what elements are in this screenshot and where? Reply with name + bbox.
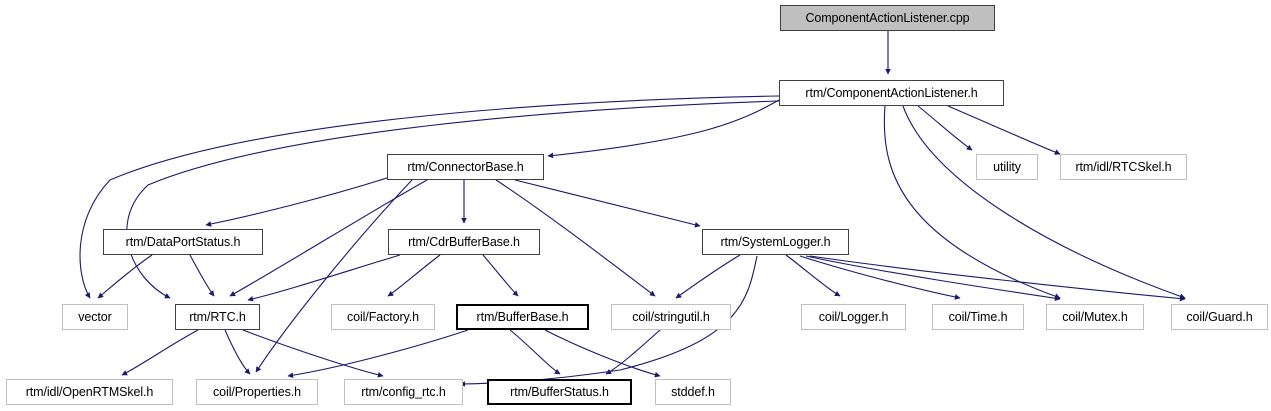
edge-n2-to-n12 [495,179,656,297]
edge-n6-to-n10 [387,254,441,297]
edge-n7-to-n15 [805,255,1061,302]
graph-node-vector[interactable]: vector [62,304,128,330]
edge-n2-to-n9 [229,179,428,297]
graph-node-rtm-componentactionlistener-h[interactable]: rtm/ComponentActionListener.h [779,80,1004,106]
edge-n2-to-n7 [514,179,701,228]
edge-n1-to-n16 [902,105,1186,299]
graph-node-rtm-bufferstatus-h[interactable]: rtm/BufferStatus.h [487,379,632,405]
edge-n1-to-n2 [547,99,780,159]
edge-n1-to-n4 [947,105,1061,155]
graph-node-label: stddef.h [671,384,715,399]
graph-node-label: rtm/SystemLogger.h [720,234,831,249]
graph-node-utility[interactable]: utility [976,154,1038,180]
graph-node-rtm-rtc-h[interactable]: rtm/RTC.h [175,304,260,330]
edge-n1-to-n3 [917,105,973,151]
edge-n7-to-n16 [809,255,1186,302]
graph-node-label: vector [78,309,112,324]
graph-node-coil-guard-h[interactable]: coil/Guard.h [1171,304,1268,330]
graph-node-rtm-cdrbufferbase-h[interactable]: rtm/CdrBufferBase.h [388,229,540,255]
graph-node-label: utility [993,159,1021,174]
graph-node-label: rtm/CdrBufferBase.h [408,234,520,249]
graph-node-coil-factory-h[interactable]: coil/Factory.h [331,304,435,330]
edge-n11-to-n18 [287,329,469,379]
graph-node-label: coil/Factory.h [346,309,419,324]
graph-node-label: coil/Time.h [948,309,1008,324]
edge-n6-to-n11 [482,254,519,297]
edge-n7-to-n14 [799,255,961,300]
edge-n1-to-n15 [883,105,1061,299]
graph-node-label: coil/Properties.h [213,384,301,399]
edge-n1-to-n9 [126,100,780,299]
graph-node-label: rtm/BufferStatus.h [510,384,609,399]
edge-n5-to-n8 [97,254,153,299]
edge-n1-to-n8 [79,95,780,299]
graph-node-label: ComponentActionListener.cpp [805,10,970,25]
graph-node-label: rtm/ConnectorBase.h [407,159,524,174]
graph-node-label: rtm/BufferBase.h [476,309,569,324]
graph-node-rtm-dataportstatus-h[interactable]: rtm/DataPortStatus.h [103,229,263,255]
edge-n6-to-n9 [247,254,401,302]
graph-node-rtm-idl-rtcskel-h[interactable]: rtm/idl/RTCSkel.h [1060,154,1187,180]
edge-n7-to-n12 [675,254,741,299]
graph-node-coil-mutex-h[interactable]: coil/Mutex.h [1046,304,1144,330]
graph-node-coil-logger-h[interactable]: coil/Logger.h [801,304,906,330]
graph-node-rtm-bufferbase-h[interactable]: rtm/BufferBase.h [456,304,589,330]
edge-n7-to-n13 [785,254,841,297]
edge-n9-to-n18 [224,329,251,375]
graph-node-label: rtm/ComponentActionListener.h [805,85,978,100]
graph-node-coil-time-h[interactable]: coil/Time.h [932,304,1024,330]
edge-n9-to-n19 [242,329,384,378]
graph-node-label: rtm/DataPortStatus.h [125,234,241,249]
graph-node-label: rtm/RTC.h [189,309,246,324]
edge-n11-to-n21 [544,329,661,378]
graph-node-label: coil/stringutil.h [632,309,710,324]
edge-n11-to-n20 [509,329,561,375]
edge-n12-to-n20 [605,329,661,375]
graph-node-coil-stringutil-h[interactable]: coil/stringutil.h [611,304,731,330]
graph-node-label: coil/Logger.h [818,309,889,324]
graph-node-rtm-config-rtc-h[interactable]: rtm/config_rtc.h [344,379,463,405]
graph-node-rtm-connectorbase-h[interactable]: rtm/ConnectorBase.h [387,154,544,180]
graph-node-label: coil/Mutex.h [1062,309,1128,324]
graph-node-rtm-idl-openrtmskel-h[interactable]: rtm/idl/OpenRTMSkel.h [6,379,173,405]
edge-n9-to-n17 [121,329,199,376]
edge-n2-to-n5 [205,177,388,227]
edge-n5-to-n9 [189,254,215,297]
graph-node-stddef-h[interactable]: stddef.h [655,379,731,405]
graph-node-componentactionlistener-cpp: ComponentActionListener.cpp [780,5,995,31]
graph-node-label: rtm/idl/OpenRTMSkel.h [25,384,154,399]
graph-node-label: rtm/config_rtc.h [361,384,446,399]
graph-node-rtm-systemlogger-h[interactable]: rtm/SystemLogger.h [702,229,849,255]
graph-node-label: rtm/idl/RTCSkel.h [1075,159,1172,174]
graph-node-label: coil/Guard.h [1186,309,1253,324]
graph-node-coil-properties-h[interactable]: coil/Properties.h [196,379,318,405]
